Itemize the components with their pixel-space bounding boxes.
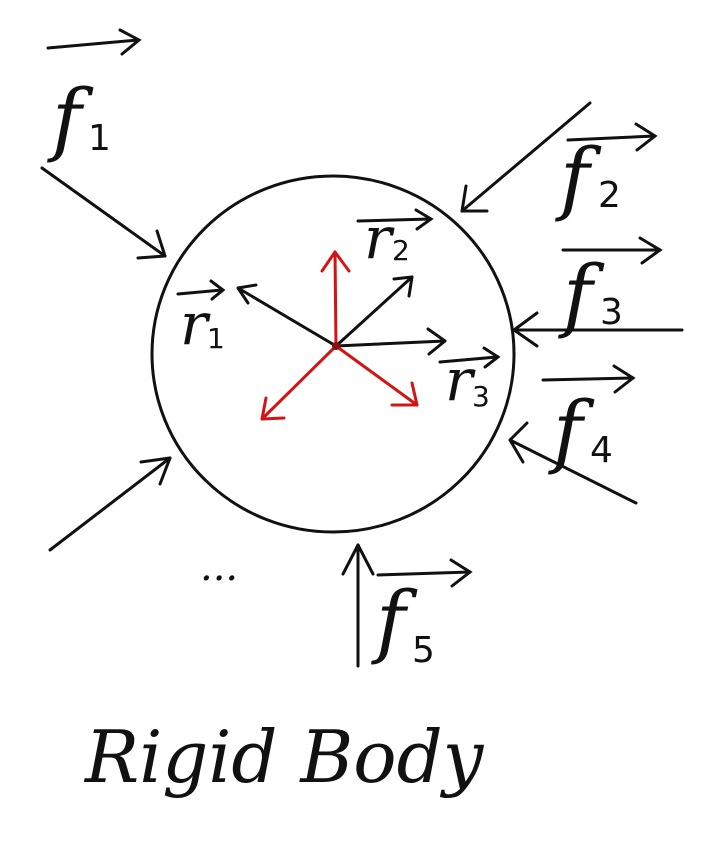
force-arrow-3 [512,311,684,348]
svg-text:4: 4 [590,430,613,471]
force-label-1: f 1 [46,28,142,165]
svg-text:r: r [180,290,211,358]
svg-text:2: 2 [598,175,621,216]
radius-vector-1 [236,283,338,348]
force-arrow-unlabeled [48,456,172,552]
center-point [332,342,340,350]
radius-vectors [236,275,447,356]
svg-text:f: f [371,574,418,667]
red-vector-down-right [334,344,419,407]
svg-text:5: 5 [412,630,435,671]
svg-text:r: r [364,204,395,272]
force-arrow-2 [460,101,592,213]
force-arrows [40,101,684,668]
radius-label-3: r 3 [438,346,501,414]
svg-text:1: 1 [207,322,225,355]
force-arrow-5 [341,543,375,668]
ellipsis-text: ... [200,544,238,590]
force-label-5: f 5 [371,558,473,671]
force-label-4: f 4 [541,364,636,477]
red-vector-down-left [260,344,338,421]
radius-label-2: r 2 [356,204,434,272]
radius-vector-2 [334,275,414,348]
svg-text:f: f [555,131,602,224]
svg-text:2: 2 [392,234,410,267]
force-arrow-1 [40,166,167,260]
diagram-title: Rigid Body [83,715,485,799]
svg-text:1: 1 [88,118,111,159]
red-vector-up [320,250,351,348]
svg-text:f: f [548,384,595,477]
svg-text:f: f [558,248,605,341]
radius-vector-3 [334,327,447,356]
force-label-3: f 3 [558,236,663,341]
radius-label-1: r 1 [176,279,226,358]
rigid-body-circle [150,174,516,534]
svg-text:r: r [445,346,476,414]
force-arrow-4 [508,421,638,505]
red-vectors [260,250,419,421]
force-label-2: f 2 [555,122,658,224]
svg-text:3: 3 [600,292,623,333]
svg-text:3: 3 [472,380,490,413]
svg-text:f: f [47,72,94,165]
